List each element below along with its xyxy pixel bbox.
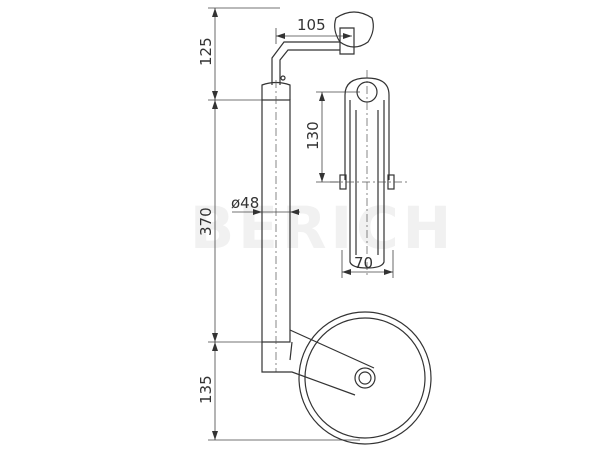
wheel-radius-dimension bbox=[316, 91, 360, 183]
watermark: BERICH bbox=[190, 194, 455, 262]
dim-wheel-radius: 130 bbox=[304, 121, 322, 150]
dim-crank-reach: 105 bbox=[297, 16, 326, 34]
crank-reach-dimension bbox=[275, 28, 352, 44]
wheel-width-dimension bbox=[341, 250, 394, 278]
dim-tube-diameter: ø48 bbox=[231, 194, 259, 212]
crank-handle bbox=[271, 11, 374, 85]
support-tube bbox=[261, 80, 375, 396]
dim-tube-length: 370 bbox=[197, 207, 215, 236]
dim-wheel-height: 135 bbox=[197, 375, 215, 404]
tube-diameter-dimension bbox=[232, 209, 300, 215]
vertical-dimension-line bbox=[208, 7, 360, 441]
wheel-front-view bbox=[330, 70, 410, 275]
wheel-side-view bbox=[298, 311, 432, 445]
dim-crank-height: 125 bbox=[197, 37, 215, 66]
dim-wheel-width: 70 bbox=[354, 254, 373, 272]
